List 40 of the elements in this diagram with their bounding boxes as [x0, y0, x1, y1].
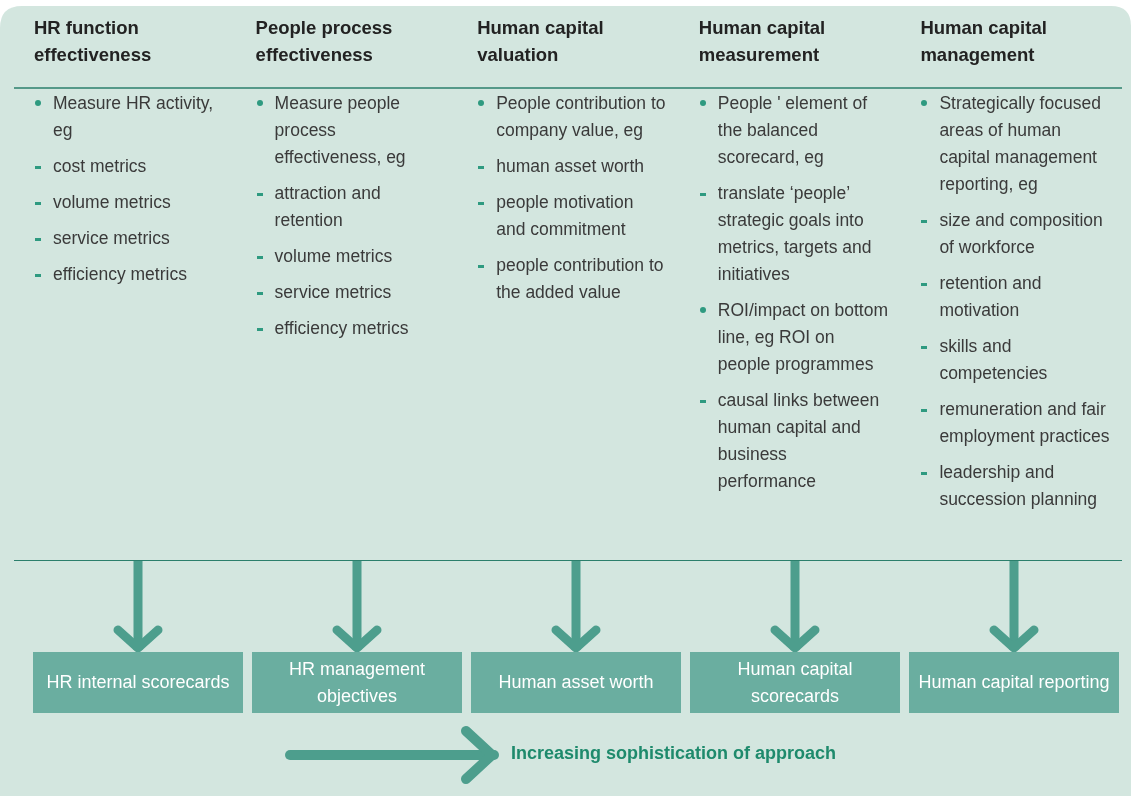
list-item: attraction and retention	[255, 180, 446, 234]
list-item: skills and competencies	[920, 333, 1110, 387]
list-item: efficiency metrics	[34, 261, 224, 288]
column-heading: People process effectiveness	[255, 16, 394, 67]
list-item: service metrics	[34, 225, 224, 252]
list-item: size and composition of workforce	[920, 207, 1110, 261]
list-item: cost metrics	[34, 153, 224, 180]
column-heading: Human capital valuation	[477, 16, 605, 67]
list-item: leadership and succession planning	[920, 459, 1110, 513]
list-item: people contribution to the added value	[477, 252, 667, 306]
arrow	[551, 561, 601, 653]
list-item: people motivation and commitment	[477, 189, 667, 243]
list-item: causal links between human capital and business performance	[698, 387, 889, 495]
arrow	[770, 561, 820, 653]
list-item: ROI/impact on bottom line, eg ROI on people programmes	[698, 297, 889, 378]
column-heading: Human capital measurement	[698, 16, 827, 67]
list-item: remuneration and fair employment practices	[920, 396, 1110, 450]
list-item: volume metrics	[255, 243, 446, 270]
result-box: Human capital reporting	[909, 652, 1119, 713]
list-item: human asset worth	[477, 153, 667, 180]
list-item: translate ‘people’ strategic goals into metrics, targets and initiatives	[698, 180, 889, 288]
result-box: HR management objectives	[252, 652, 462, 713]
list-item: efficiency metrics	[255, 315, 446, 342]
axis-caption: Increasing sophistication of approach	[511, 743, 837, 764]
list-item: retention and motivation	[920, 270, 1110, 324]
list-item: service metrics	[255, 279, 446, 306]
arrow	[332, 561, 382, 653]
list-item: People ' element of the balanced scorecard, eg	[698, 90, 889, 171]
list-item: People contribution to company value, eg	[477, 90, 667, 144]
arrow	[989, 561, 1039, 653]
column-heading: HR function effectiveness	[34, 16, 153, 67]
list-item: Measure people process effectiveness, eg	[255, 90, 446, 171]
result-box: Human capital scorecards	[690, 652, 900, 713]
result-box: Human asset worth	[471, 652, 681, 713]
list-item: Strategically focused areas of human capital management reporting, eg	[920, 90, 1110, 198]
arrow	[113, 561, 163, 653]
list-item: volume metrics	[34, 189, 224, 216]
list-item: Measure HR activity, eg	[34, 90, 224, 144]
column-heading: Human capital management	[920, 16, 1048, 67]
result-box: HR internal scorecards	[33, 652, 243, 713]
